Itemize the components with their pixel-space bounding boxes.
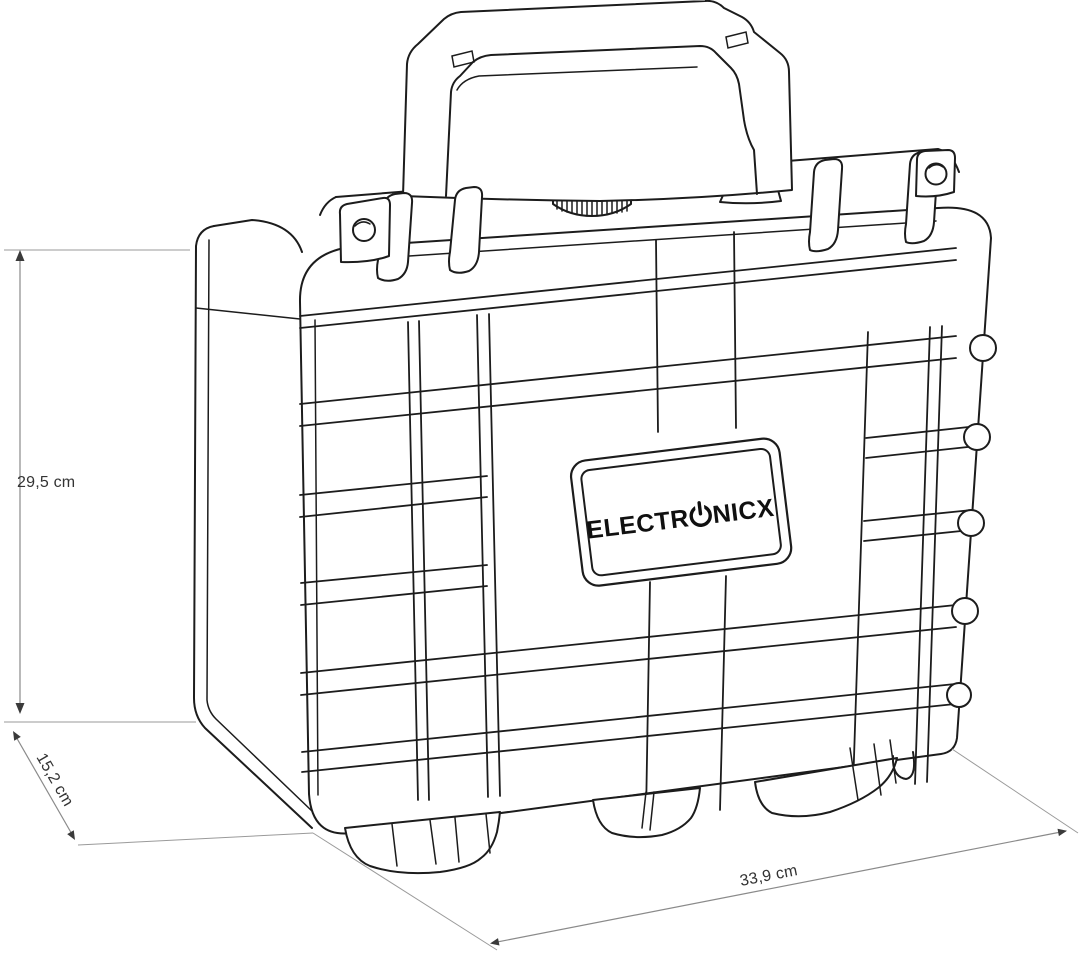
latch-left xyxy=(338,186,484,282)
edge-bumps xyxy=(946,334,997,708)
height-dimension: 29,5 cm xyxy=(4,249,196,723)
carry-handle xyxy=(402,0,793,202)
brand-plate: ELECTR NICX xyxy=(569,437,793,587)
handle-slot-right xyxy=(725,31,749,49)
depth-dimension: 15,2 cm xyxy=(13,731,76,840)
handle-slot-left xyxy=(451,50,475,68)
depth-label: 15,2 cm xyxy=(33,751,77,810)
case-side-panel xyxy=(193,219,314,829)
padlock-hole-right xyxy=(924,162,948,186)
height-label: 29,5 cm xyxy=(17,474,75,491)
case-illustration: ELECTR NICX xyxy=(193,0,997,875)
padlock-hole-left xyxy=(352,218,376,242)
width-label: 33,9 cm xyxy=(739,862,800,890)
latch-right xyxy=(808,149,956,253)
case-feet xyxy=(344,739,916,875)
power-icon xyxy=(689,501,712,527)
